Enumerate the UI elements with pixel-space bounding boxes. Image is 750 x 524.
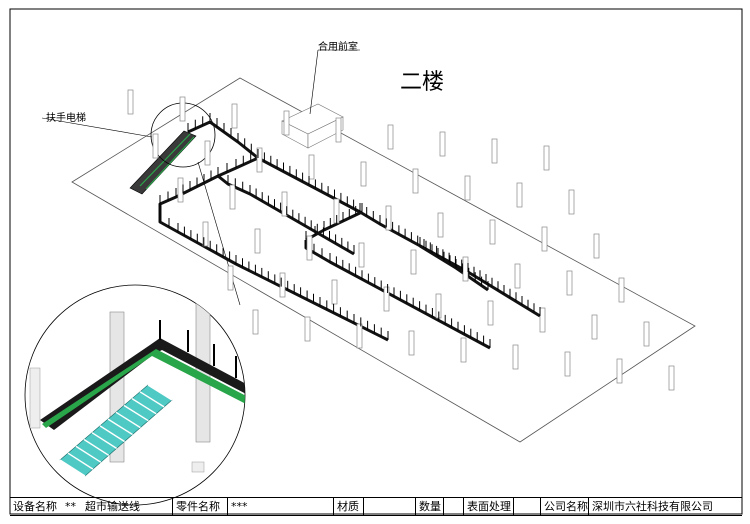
floor-label: 二楼 — [400, 70, 445, 95]
building-column — [331, 279, 338, 305]
material-label: 材质 — [333, 498, 363, 515]
building-column — [231, 103, 238, 129]
building-column — [383, 286, 390, 312]
escalator-step — [99, 425, 125, 443]
detail-magnifier — [24, 284, 246, 506]
building-column — [487, 300, 494, 326]
surface-value — [513, 498, 540, 515]
company-value: 深圳市六社科技有限公司 — [588, 498, 742, 515]
building-column — [489, 219, 496, 245]
title-block: 设备名称 ** 超市输送线 零件名称 *** 材质 数量 表面处理 公司名称 深… — [10, 497, 742, 516]
building-column — [202, 221, 209, 247]
building-column — [283, 110, 290, 136]
building-column — [152, 133, 159, 159]
conveyor-posts — [159, 113, 541, 348]
building-column — [306, 235, 313, 261]
building-column — [227, 265, 234, 291]
escalator-step — [123, 404, 149, 422]
building-column — [256, 147, 263, 173]
building-column — [491, 138, 498, 164]
equipment-name-label: 设备名称 — [13, 500, 57, 513]
building-column — [514, 263, 521, 289]
checkout-room — [281, 49, 360, 149]
building-column — [204, 140, 211, 166]
building-column — [439, 131, 446, 157]
escalator-step — [67, 452, 94, 470]
building-column — [618, 277, 625, 303]
building-column — [568, 189, 575, 215]
escalator-step — [147, 384, 173, 401]
building-column — [566, 270, 573, 296]
building-column — [304, 316, 311, 342]
escalator-steps — [59, 384, 173, 477]
escalator-step — [59, 459, 86, 477]
part-name-value: *** — [227, 498, 333, 515]
building-column — [512, 344, 519, 370]
building-column — [179, 96, 186, 122]
building-column — [643, 321, 650, 347]
building-column — [591, 314, 598, 340]
building-column — [385, 205, 392, 231]
building-column — [252, 309, 259, 335]
escalator-leader-line — [41, 117, 153, 138]
building-column — [279, 272, 286, 298]
building-column — [356, 323, 363, 349]
equipment-name-code: ** — [65, 500, 76, 513]
outer-frame — [9, 8, 743, 515]
checkout-callout: 合用前室 — [318, 42, 358, 53]
quantity-label: 数量 — [415, 498, 443, 515]
building-column — [335, 117, 342, 143]
building-column — [668, 365, 675, 391]
building-column — [360, 161, 367, 187]
equipment-name-value: 超市输送线 — [85, 500, 140, 513]
building-column — [412, 168, 419, 194]
escalator-callout: 扶手电梯 — [46, 113, 86, 124]
building-column — [616, 358, 623, 384]
building-column — [408, 330, 415, 356]
escalator — [129, 130, 197, 195]
building-column — [462, 256, 469, 282]
building-column — [516, 182, 523, 208]
quantity-value — [443, 498, 463, 515]
building-column — [177, 177, 184, 203]
escalator-step — [115, 411, 141, 429]
building-column — [564, 351, 571, 377]
building-column — [308, 154, 315, 180]
building-column — [539, 307, 546, 333]
building-column — [387, 124, 394, 150]
escalator-step — [91, 432, 117, 449]
material-value — [363, 498, 415, 515]
building-column — [254, 228, 261, 254]
building-column — [410, 249, 417, 275]
building-column — [460, 337, 467, 363]
building-column — [543, 145, 550, 171]
company-label: 公司名称 — [540, 498, 588, 515]
escalator-step — [131, 398, 157, 415]
building-column — [281, 191, 288, 217]
part-name-label: 零件名称 — [172, 498, 227, 515]
building-column — [358, 242, 365, 268]
building-columns — [127, 89, 675, 391]
building-column — [127, 89, 134, 115]
surface-label: 表面处理 — [463, 498, 513, 515]
building-column — [229, 184, 236, 210]
conveyor-line — [217, 174, 355, 256]
escalator-step — [83, 438, 110, 456]
escalator-step — [107, 418, 133, 436]
escalator-step — [75, 445, 102, 463]
building-column — [437, 212, 444, 238]
building-column — [593, 233, 600, 259]
building-column — [541, 226, 548, 252]
building-column — [464, 175, 471, 201]
escalator-step — [139, 391, 165, 408]
